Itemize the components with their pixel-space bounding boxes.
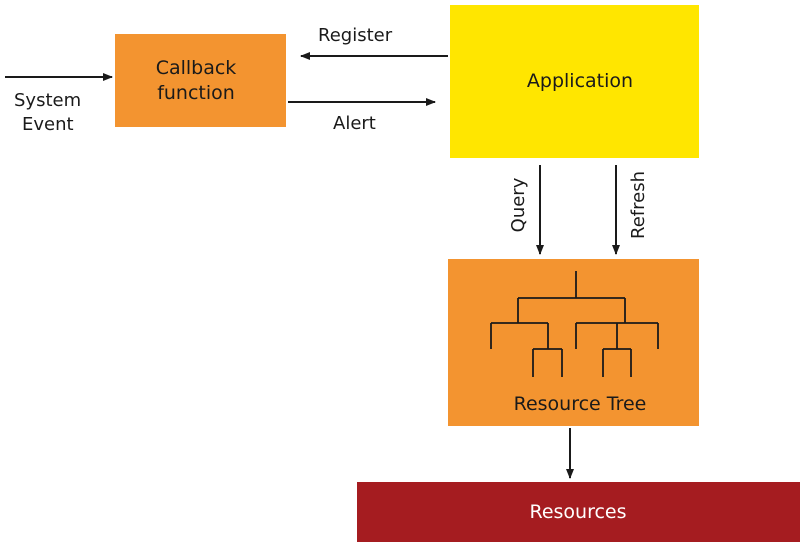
alert-edge: Alert — [288, 98, 436, 134]
resources-node: Resources — [357, 482, 800, 542]
application-label: Application — [527, 70, 633, 92]
resources-label: Resources — [529, 501, 626, 523]
system-event-label-line1: System — [14, 90, 81, 111]
register-label: Register — [318, 25, 393, 46]
system-event-edge: System Event — [5, 73, 113, 135]
callback-function-node: Callback function — [115, 34, 286, 127]
resources-box — [357, 482, 800, 542]
refresh-label: Refresh — [628, 171, 649, 239]
tree-icon — [490, 271, 659, 377]
callback-function-label-line1: Callback — [156, 57, 237, 79]
resource-tree-node: Resource Tree — [448, 259, 699, 426]
refresh-edge: Refresh — [612, 165, 649, 255]
query-edge: Query — [508, 165, 544, 255]
callback-function-box — [115, 34, 286, 127]
query-label: Query — [508, 177, 529, 232]
register-edge: Register — [300, 25, 448, 60]
alert-label: Alert — [333, 113, 376, 134]
application-node: Application — [450, 5, 699, 158]
system-event-label-line2: Event — [22, 114, 74, 135]
callback-function-label-line2: function — [157, 82, 235, 104]
application-box — [450, 5, 699, 158]
resource-tree-label: Resource Tree — [514, 393, 647, 415]
